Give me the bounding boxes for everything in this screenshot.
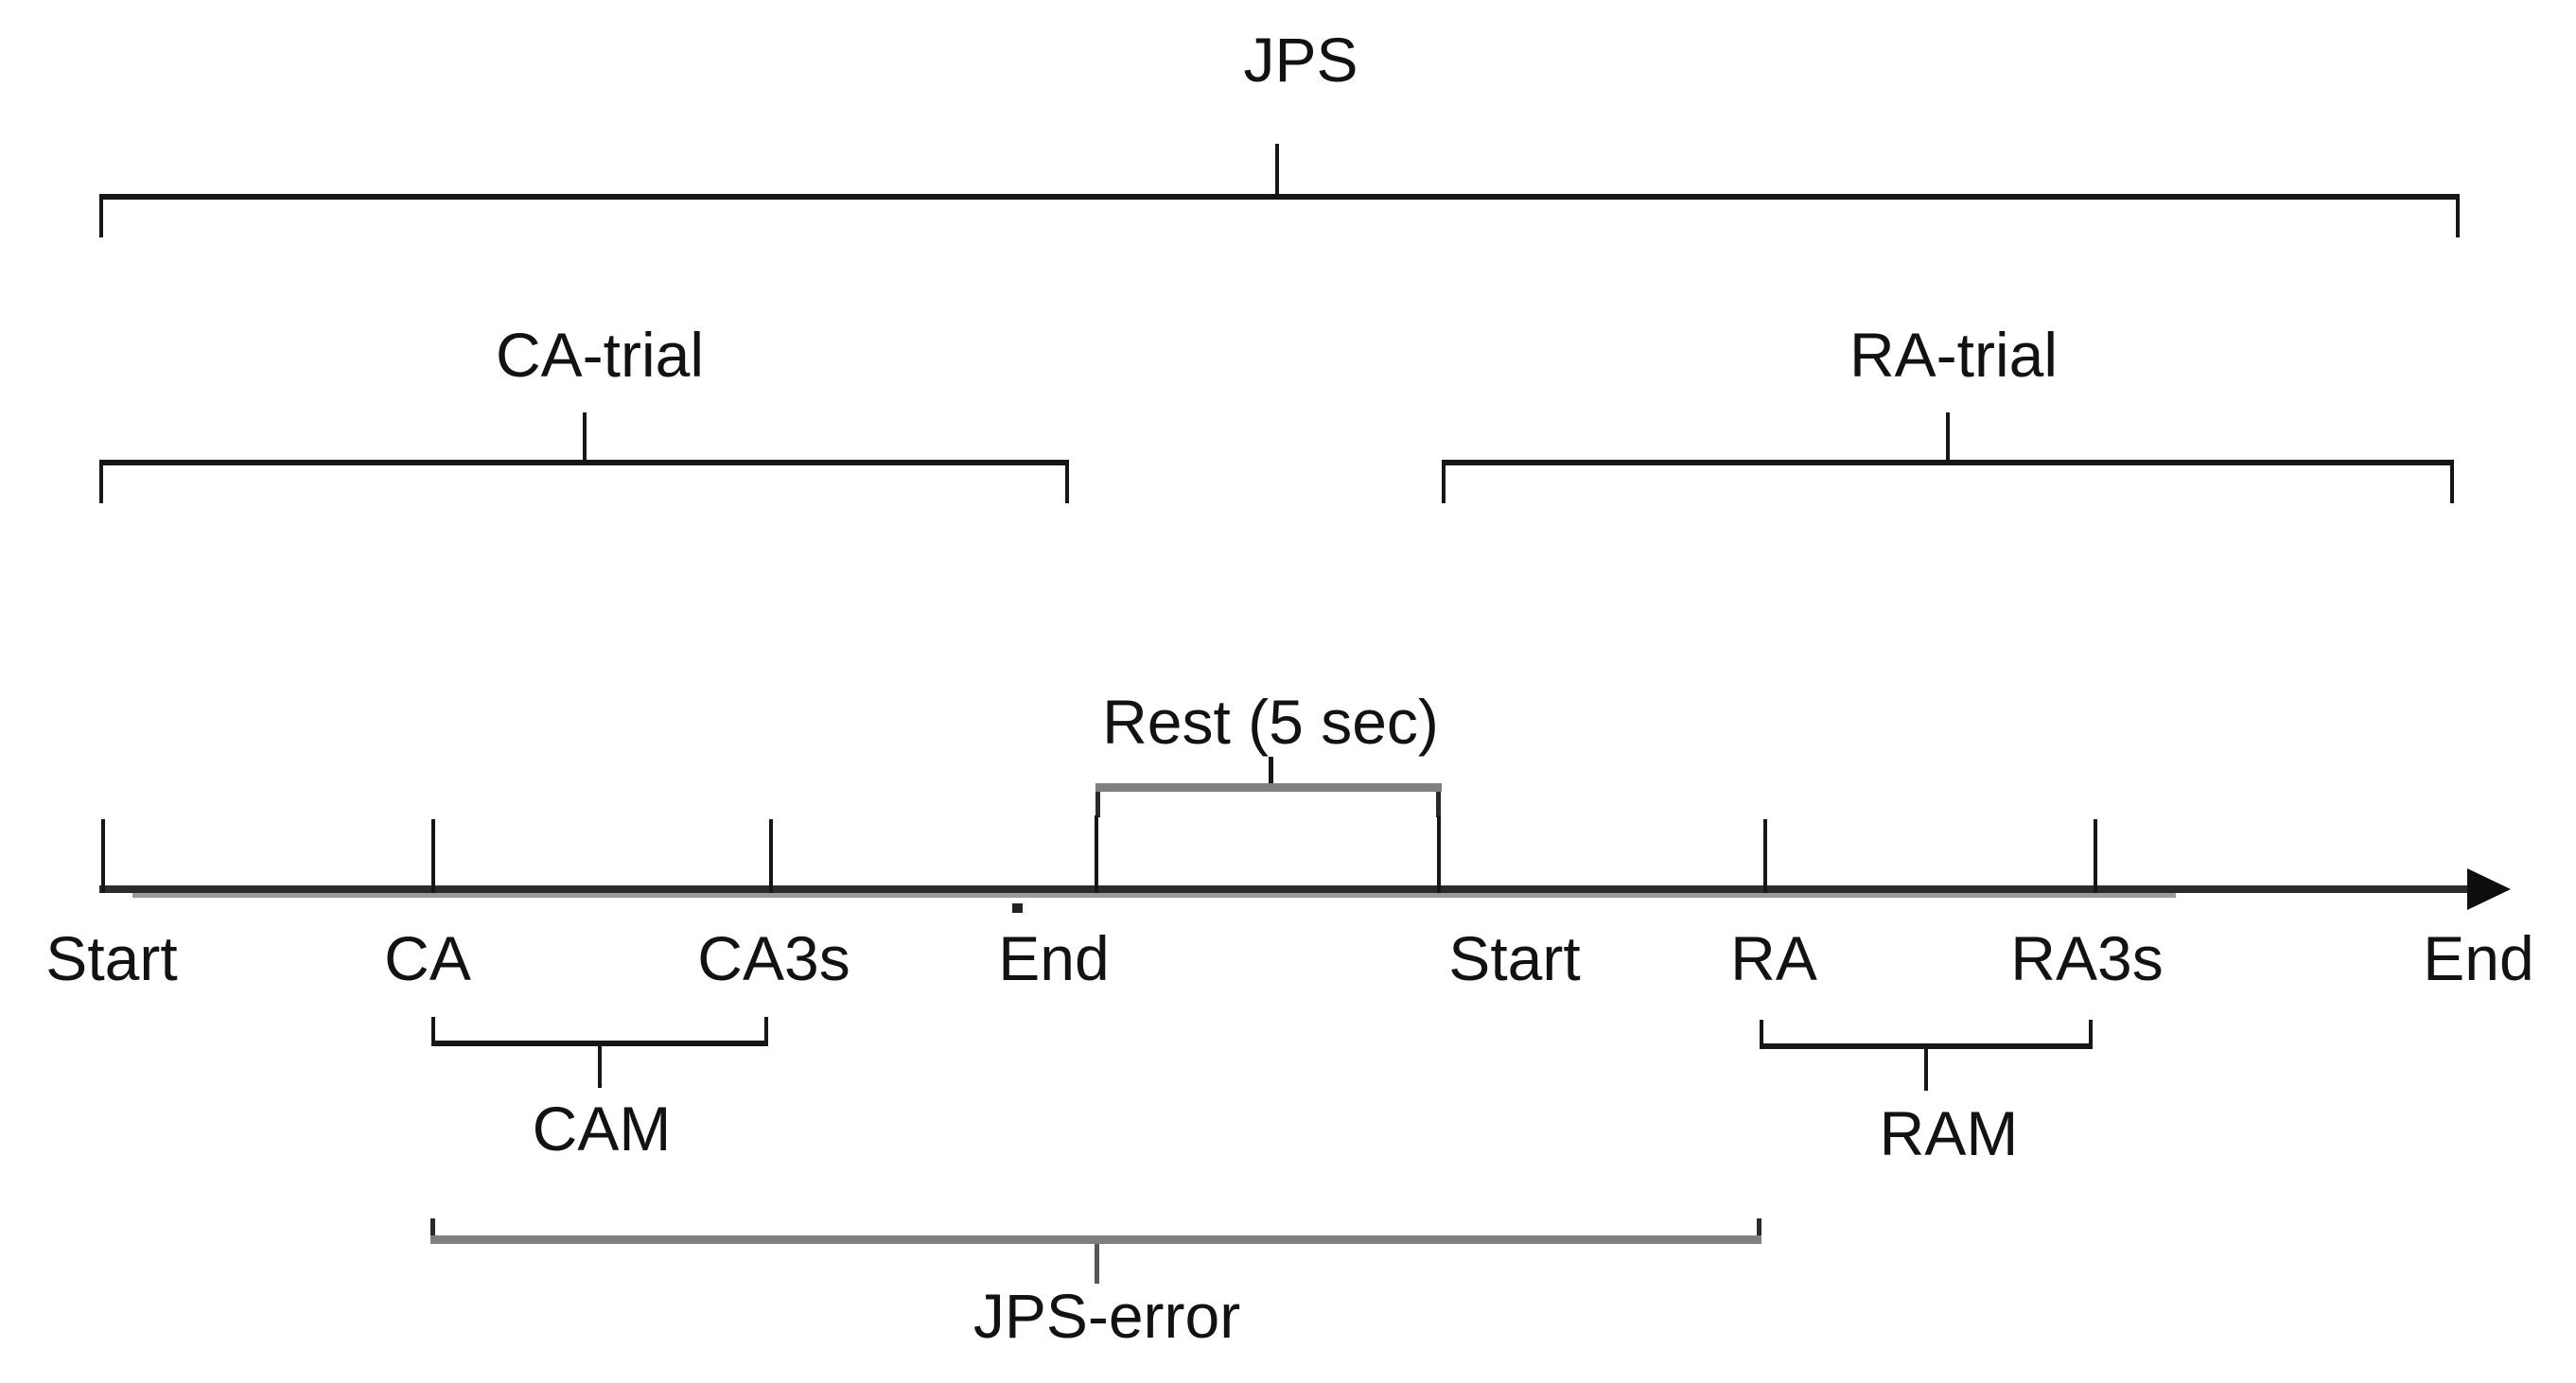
jps-error-bracket-right-end-tick — [1757, 1218, 1761, 1237]
jps-brace-left-end-tick — [99, 194, 103, 237]
axis-label-ra: RA — [1730, 923, 1817, 993]
ra-trial-brace-right-end-tick — [2450, 460, 2454, 503]
jps-brace-center-tick — [1275, 144, 1279, 200]
ram-bracket-center-tick — [1924, 1049, 1928, 1091]
ca-trial-span-label: CA-trial — [495, 320, 705, 390]
jps-brace-right-end-tick — [2456, 194, 2460, 237]
jps-error-bracket-center-tick — [1095, 1244, 1099, 1284]
axis-label-ra3s: RA3s — [2010, 923, 2164, 993]
end-label-dot — [1012, 903, 1023, 913]
jps-error-bracket-left-end-tick — [430, 1218, 435, 1237]
ca-trial-brace-left-end-tick — [99, 460, 103, 503]
timeline-axis-gray-underlay — [132, 893, 2176, 898]
ra-trial-brace-left-end-tick — [1442, 460, 1446, 503]
tick-start-1 — [101, 819, 105, 893]
tick-ra3s — [2094, 819, 2097, 893]
rest-bracket-right-end-tick — [1436, 792, 1441, 817]
tick-ca3s — [769, 819, 773, 893]
ra-trial-brace-center-tick — [1946, 412, 1950, 465]
tick-ca — [431, 819, 435, 893]
axis-label-start-2: Start — [1448, 923, 1581, 993]
ra-trial-span-label: RA-trial — [1849, 320, 2059, 390]
ca-trial-brace-right-end-tick — [1065, 460, 1069, 503]
cam-bracket-left-end-tick — [431, 1017, 435, 1042]
cam-bracket-center-tick — [598, 1046, 602, 1088]
ram-bracket-right-end-tick — [2089, 1020, 2093, 1045]
jps-error-bracket-line — [430, 1235, 1761, 1244]
ram-span-label: RAM — [1879, 1098, 2019, 1168]
timeline-axis-line — [99, 885, 2471, 893]
cam-bracket-right-end-tick — [764, 1017, 768, 1042]
ram-bracket-line — [1760, 1043, 2093, 1049]
rest-span-label: Rest (5 sec) — [1102, 687, 1439, 757]
axis-label-end-1: End — [998, 923, 1110, 993]
tick-end-1 — [1095, 815, 1098, 893]
tick-ra — [1763, 819, 1767, 893]
axis-label-start-1: Start — [45, 923, 178, 993]
axis-label-ca: CA — [384, 923, 471, 993]
jps-error-span-label: JPS-error — [973, 1281, 1241, 1351]
axis-label-ca3s: CA3s — [697, 923, 850, 993]
ra-trial-brace-line — [1442, 460, 2454, 465]
cam-bracket-line — [431, 1041, 768, 1046]
tick-start-2 — [1437, 815, 1441, 893]
ca-trial-brace-line — [99, 460, 1069, 465]
ram-bracket-left-end-tick — [1760, 1020, 1763, 1045]
rest-bracket-line — [1095, 783, 1442, 792]
jps-span-label: JPS — [1243, 25, 1358, 95]
cam-span-label: CAM — [532, 1094, 672, 1164]
rest-bracket-left-end-tick — [1095, 792, 1100, 817]
axis-label-end-2: End — [2423, 923, 2534, 993]
ca-trial-brace-center-tick — [583, 412, 587, 465]
rest-bracket-center-tick — [1269, 757, 1273, 792]
jps-brace-line — [99, 194, 2460, 200]
timeline-arrowhead — [2467, 868, 2511, 910]
